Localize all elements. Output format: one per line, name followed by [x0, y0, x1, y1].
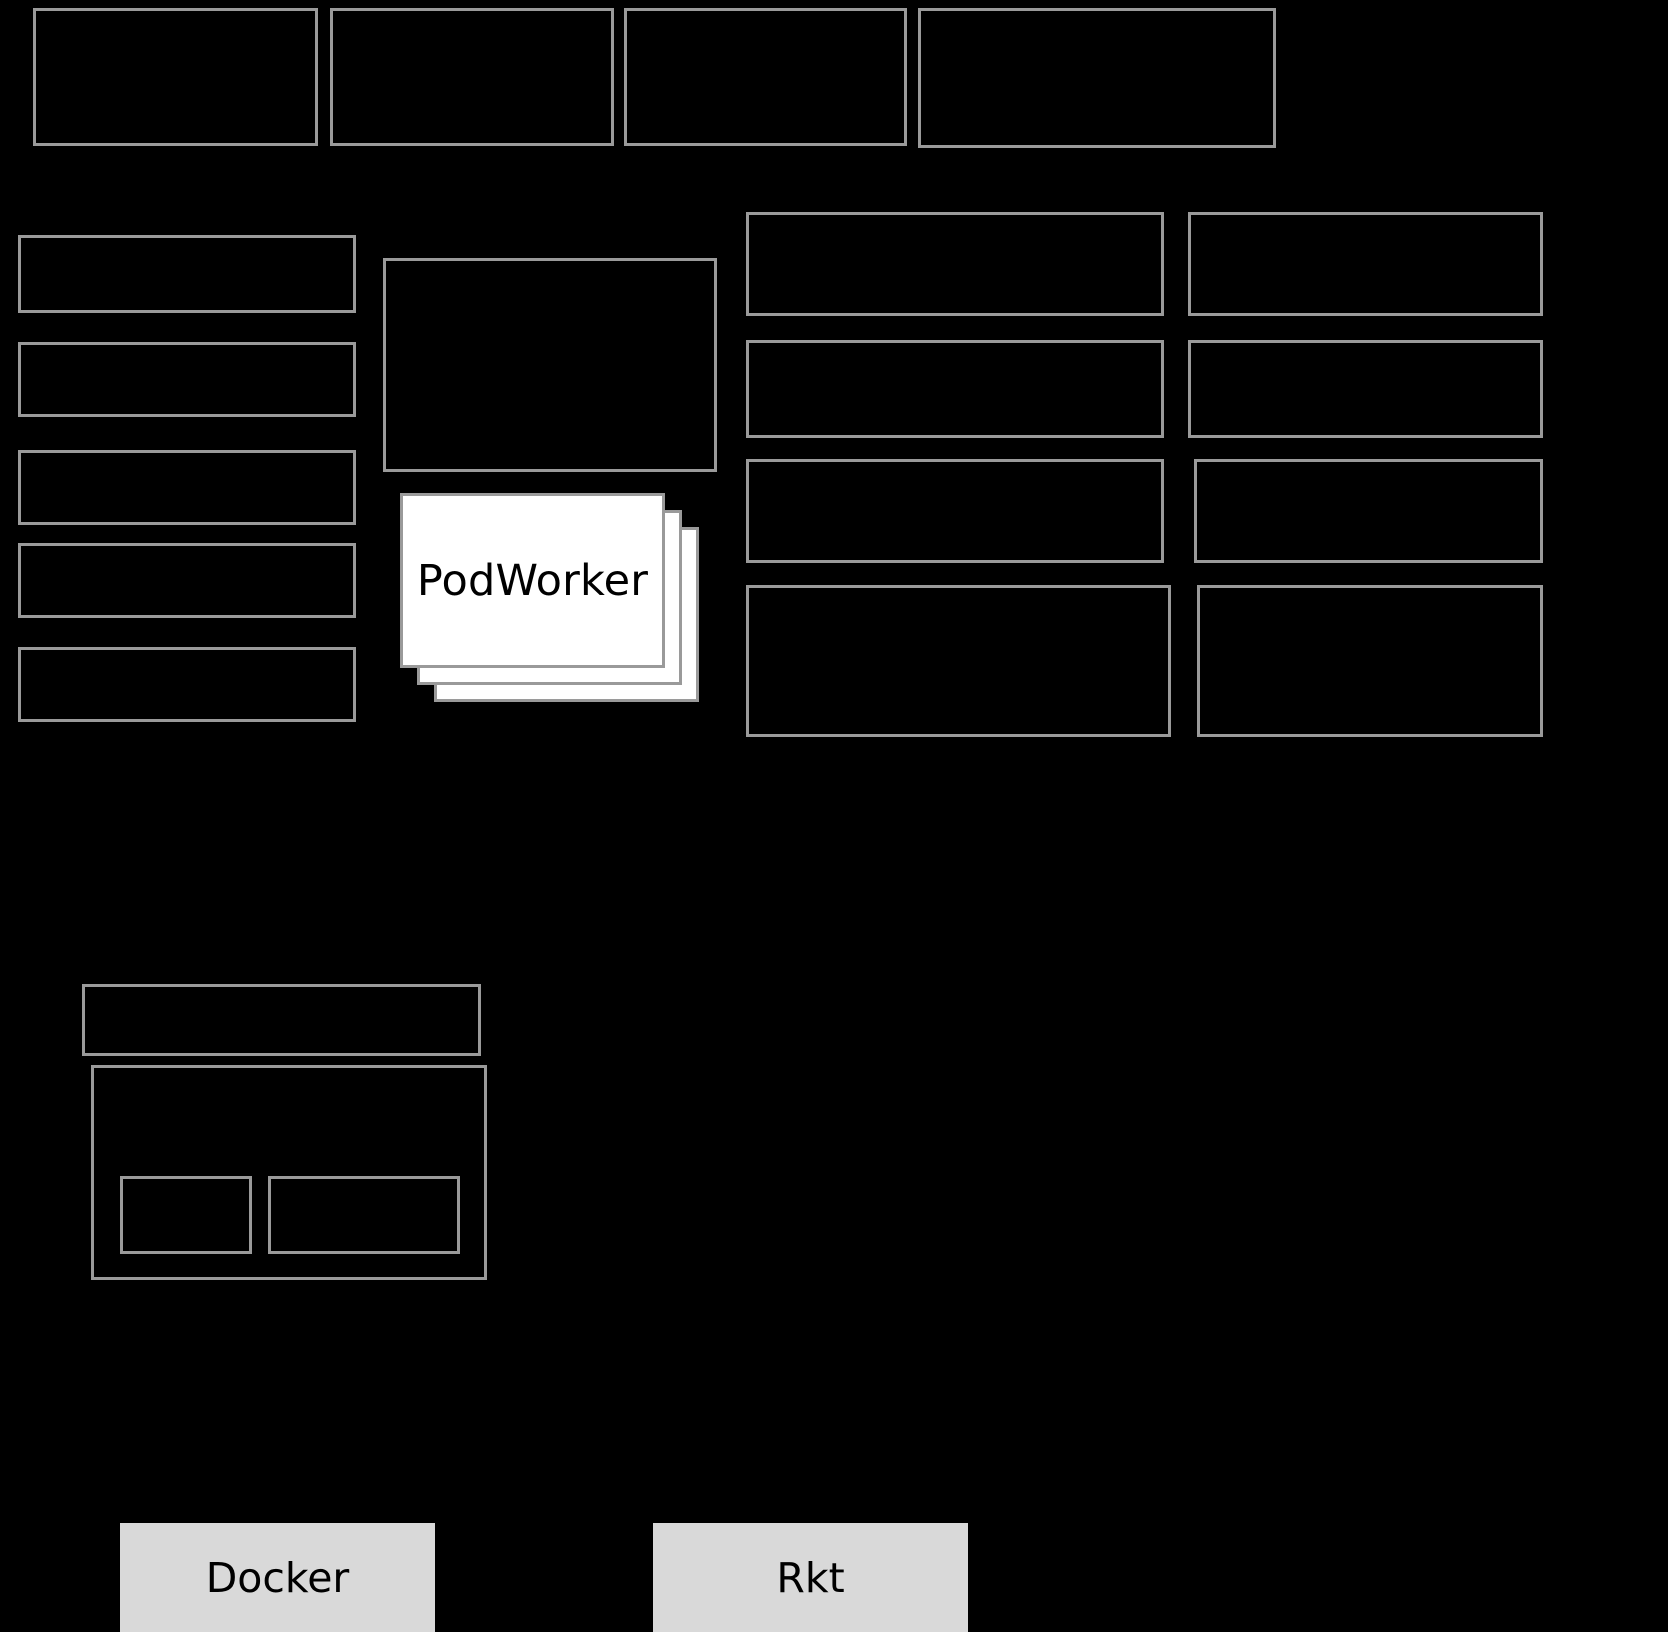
right-grid-box-r2c1[interactable] [746, 340, 1164, 438]
lower-left-inner-box-1[interactable] [120, 1176, 252, 1254]
right-grid-box-r3c1[interactable] [746, 459, 1164, 563]
left-column-box-2[interactable] [18, 342, 356, 417]
left-column-box-5[interactable] [18, 647, 356, 722]
docker-runtime-button[interactable]: Docker [120, 1523, 435, 1632]
top-row-box-3[interactable] [624, 8, 907, 146]
right-grid-box-r3c2[interactable] [1194, 459, 1543, 563]
left-column-box-3[interactable] [18, 450, 356, 525]
center-manager-box[interactable] [383, 258, 717, 472]
right-grid-box-r2c2[interactable] [1188, 340, 1543, 438]
pod-worker-label: PodWorker [416, 555, 649, 606]
lower-left-header-box[interactable] [82, 984, 481, 1056]
left-column-box-4[interactable] [18, 543, 356, 618]
right-grid-box-r4c2[interactable] [1197, 585, 1543, 737]
right-grid-box-r4c1[interactable] [746, 585, 1171, 737]
docker-runtime-button-label: Docker [205, 1553, 350, 1602]
right-grid-box-r1c2[interactable] [1188, 212, 1543, 316]
top-row-box-1[interactable] [33, 8, 318, 146]
right-grid-box-r1c1[interactable] [746, 212, 1164, 316]
rkt-runtime-button-label: Rkt [776, 1553, 845, 1602]
lower-left-inner-box-2[interactable] [268, 1176, 460, 1254]
top-row-box-4[interactable] [918, 8, 1276, 148]
pod-worker-card-front[interactable]: PodWorker [400, 493, 665, 668]
left-column-box-1[interactable] [18, 235, 356, 313]
top-row-box-2[interactable] [330, 8, 614, 146]
rkt-runtime-button[interactable]: Rkt [653, 1523, 968, 1632]
